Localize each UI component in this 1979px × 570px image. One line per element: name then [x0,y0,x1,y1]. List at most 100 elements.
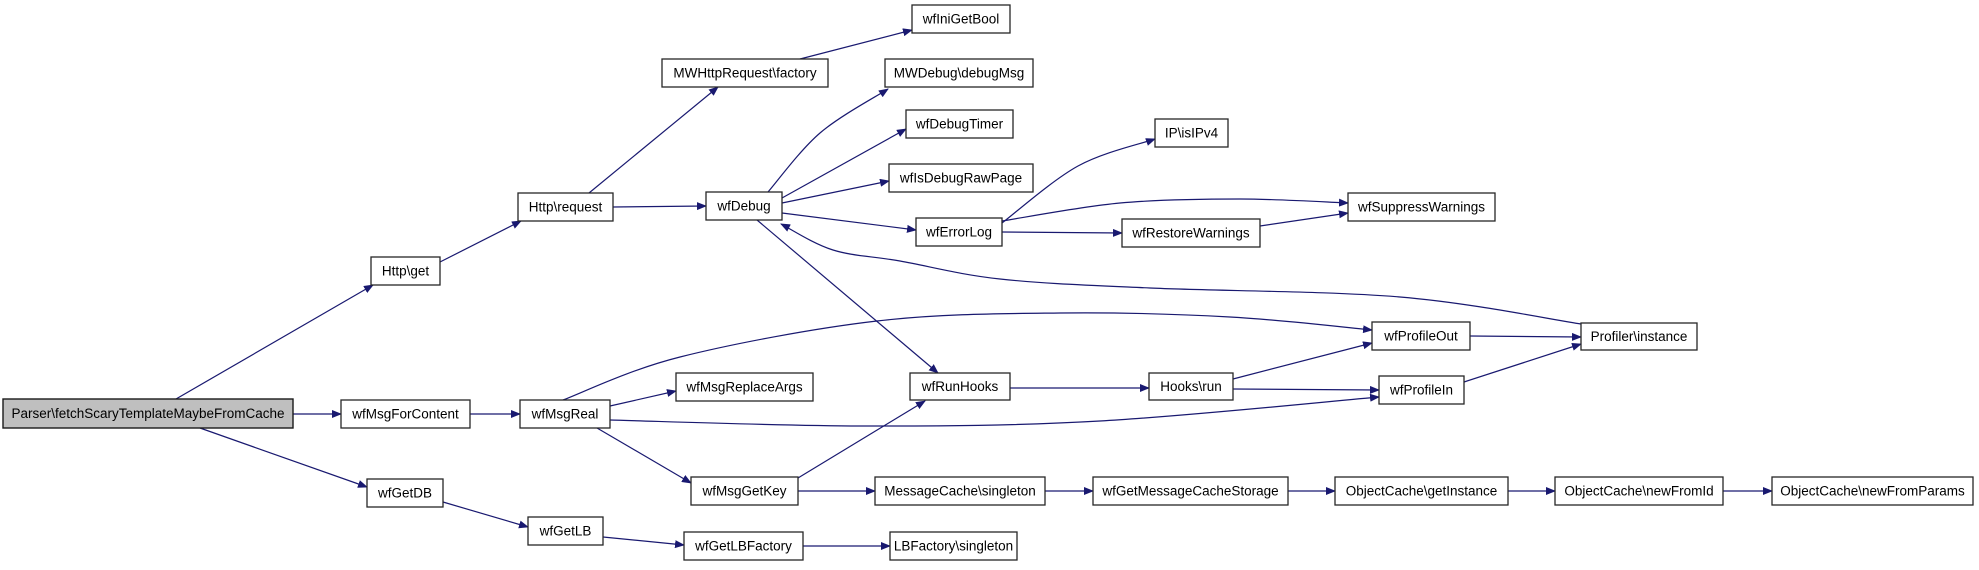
edge-wfErrorLog-to-ip-isipv4 [1001,138,1156,224]
node-box-mwhttprequest-factory[interactable] [661,58,829,88]
edge-wfProfileOut-to-profiler-instance [1469,332,1582,341]
node-label-wfProfileOut: wfProfileOut [1383,329,1458,344]
node-label-wfErrorLog: wfErrorLog [925,225,992,240]
node-box-root[interactable] [2,398,294,429]
node-mwdebug-debugmsg[interactable]: MWDebug\debugMsg [884,58,1034,88]
node-wfSuppressWarnings[interactable]: wfSuppressWarnings [1347,192,1496,222]
edge-wfDebug-to-wfRunHooks [756,219,939,374]
node-box-mwdebug-debugmsg[interactable] [884,58,1034,88]
node-label-hooks-run: Hooks\run [1160,379,1222,394]
node-box-objectcache-newfromid[interactable] [1554,476,1724,506]
node-box-objectcache-newfromparams[interactable] [1771,476,1974,506]
edge-http-get-to-http-request [439,220,522,263]
edges-layer [175,28,1773,550]
node-objectcache-newfromid[interactable]: ObjectCache\newFromId [1554,476,1724,506]
node-box-profiler-instance[interactable] [1580,322,1698,351]
node-wfGetDB[interactable]: wfGetDB [366,478,444,508]
node-box-wfMsgForContent[interactable] [340,399,471,429]
node-box-wfIniGetBool[interactable] [911,4,1011,34]
node-wfIsDebugRawPage[interactable]: wfIsDebugRawPage [888,163,1034,193]
node-label-messagecache-singleton: MessageCache\singleton [884,484,1036,499]
node-ip-isipv4[interactable]: IP\isIPv4 [1154,118,1229,148]
node-label-objectcache-newfromid: ObjectCache\newFromId [1564,484,1713,499]
node-label-wfGetMessageCacheStorage: wfGetMessageCacheStorage [1101,484,1278,499]
node-label-wfIsDebugRawPage: wfIsDebugRawPage [899,171,1022,186]
node-box-wfIsDebugRawPage[interactable] [888,163,1034,193]
node-wfDebug[interactable]: wfDebug [705,191,783,221]
node-objectcache-newfromparams[interactable]: ObjectCache\newFromParams [1771,476,1974,506]
node-wfProfileOut[interactable]: wfProfileOut [1371,321,1471,351]
node-label-wfGetDB: wfGetDB [377,486,432,501]
node-wfGetLB[interactable]: wfGetLB [527,516,604,546]
node-box-wfMsgGetKey[interactable] [690,476,799,506]
node-label-root: Parser\fetchScaryTemplateMaybeFromCache [11,406,284,421]
node-http-request[interactable]: Http\request [517,192,614,222]
edge-wfRestoreWarnings-to-wfSuppressWarnings [1259,210,1349,227]
node-profiler-instance[interactable]: Profiler\instance [1580,322,1698,351]
edge-wfMsgReal-to-wfMsgGetKey [596,427,692,484]
node-wfRestoreWarnings[interactable]: wfRestoreWarnings [1121,218,1261,248]
node-box-ip-isipv4[interactable] [1154,118,1229,148]
node-box-hooks-run[interactable] [1148,372,1234,401]
edge-root-to-wfGetDB [199,427,368,488]
node-label-objectcache-getinstance: ObjectCache\getInstance [1346,484,1498,499]
node-label-http-get: Http\get [382,264,430,279]
edge-mwhttprequest-factory-to-wfIniGetBool [799,28,913,60]
edge-hooks-run-to-wfProfileOut [1232,341,1373,380]
node-box-http-request[interactable] [517,192,614,222]
node-hooks-run[interactable]: Hooks\run [1148,372,1234,401]
node-wfMsgGetKey[interactable]: wfMsgGetKey [690,476,799,506]
node-objectcache-getinstance[interactable]: ObjectCache\getInstance [1334,476,1509,506]
node-box-wfDebugTimer[interactable] [905,109,1014,139]
nodes-layer: Parser\fetchScaryTemplateMaybeFromCache w… [2,4,1974,561]
node-label-wfMsgGetKey: wfMsgGetKey [701,484,786,499]
node-box-wfSuppressWarnings[interactable] [1347,192,1496,222]
node-wfDebugTimer[interactable]: wfDebugTimer [905,109,1014,139]
node-wfRunHooks[interactable]: wfRunHooks [909,372,1011,401]
edge-wfProfileIn-to-profiler-instance [1463,342,1582,383]
node-box-wfProfileOut[interactable] [1371,321,1471,351]
node-messagecache-singleton[interactable]: MessageCache\singleton [874,476,1046,506]
node-box-wfRestoreWarnings[interactable] [1121,218,1261,248]
node-wfGetLBFactory[interactable]: wfGetLBFactory [683,531,804,561]
node-box-objectcache-getinstance[interactable] [1334,476,1509,506]
node-wfGetMessageCacheStorage[interactable]: wfGetMessageCacheStorage [1092,476,1289,506]
node-mwhttprequest-factory[interactable]: MWHttpRequest\factory [661,58,829,88]
node-lbfactory-singleton[interactable]: LBFactory\singleton [889,531,1018,561]
edge-wfGetLB-to-wfGetLBFactory [602,536,685,549]
node-box-wfErrorLog[interactable] [915,217,1003,247]
node-wfMsgReal[interactable]: wfMsgReal [519,399,611,429]
node-label-ip-isipv4: IP\isIPv4 [1165,126,1219,141]
edge-wfDebug-to-wfIsDebugRawPage [781,178,890,204]
node-wfIniGetBool[interactable]: wfIniGetBool [911,4,1011,34]
node-box-messagecache-singleton[interactable] [874,476,1046,506]
node-box-wfMsgReal[interactable] [519,399,611,429]
edge-http-request-to-wfDebug [612,202,707,211]
node-box-http-get[interactable] [370,256,441,286]
node-box-lbfactory-singleton[interactable] [889,531,1018,561]
edge-wfDebug-to-wfDebugTimer [781,128,907,199]
node-label-wfSuppressWarnings: wfSuppressWarnings [1357,200,1485,215]
node-wfMsgReplaceArgs[interactable]: wfMsgReplaceArgs [675,372,814,402]
node-box-wfDebug[interactable] [705,191,783,221]
edge-wfGetDB-to-wfGetLB [442,501,529,529]
node-root[interactable]: Parser\fetchScaryTemplateMaybeFromCache [2,398,294,429]
node-box-wfGetLB[interactable] [527,516,604,546]
node-box-wfMsgReplaceArgs[interactable] [675,372,814,402]
node-http-get[interactable]: Http\get [370,256,441,286]
node-label-mwdebug-debugmsg: MWDebug\debugMsg [894,66,1025,81]
node-box-wfGetLBFactory[interactable] [683,531,804,561]
node-wfProfileIn[interactable]: wfProfileIn [1378,375,1465,405]
node-label-wfGetLB: wfGetLB [539,524,592,539]
node-box-wfGetDB[interactable] [366,478,444,508]
node-label-wfRestoreWarnings: wfRestoreWarnings [1131,226,1250,241]
node-box-wfProfileIn[interactable] [1378,375,1465,405]
node-wfMsgForContent[interactable]: wfMsgForContent [340,399,471,429]
node-label-wfMsgForContent: wfMsgForContent [351,407,459,422]
node-wfErrorLog[interactable]: wfErrorLog [915,217,1003,247]
edge-http-request-to-mwhttprequest-factory [588,86,719,194]
node-box-wfRunHooks[interactable] [909,372,1011,401]
node-box-wfGetMessageCacheStorage[interactable] [1092,476,1289,506]
